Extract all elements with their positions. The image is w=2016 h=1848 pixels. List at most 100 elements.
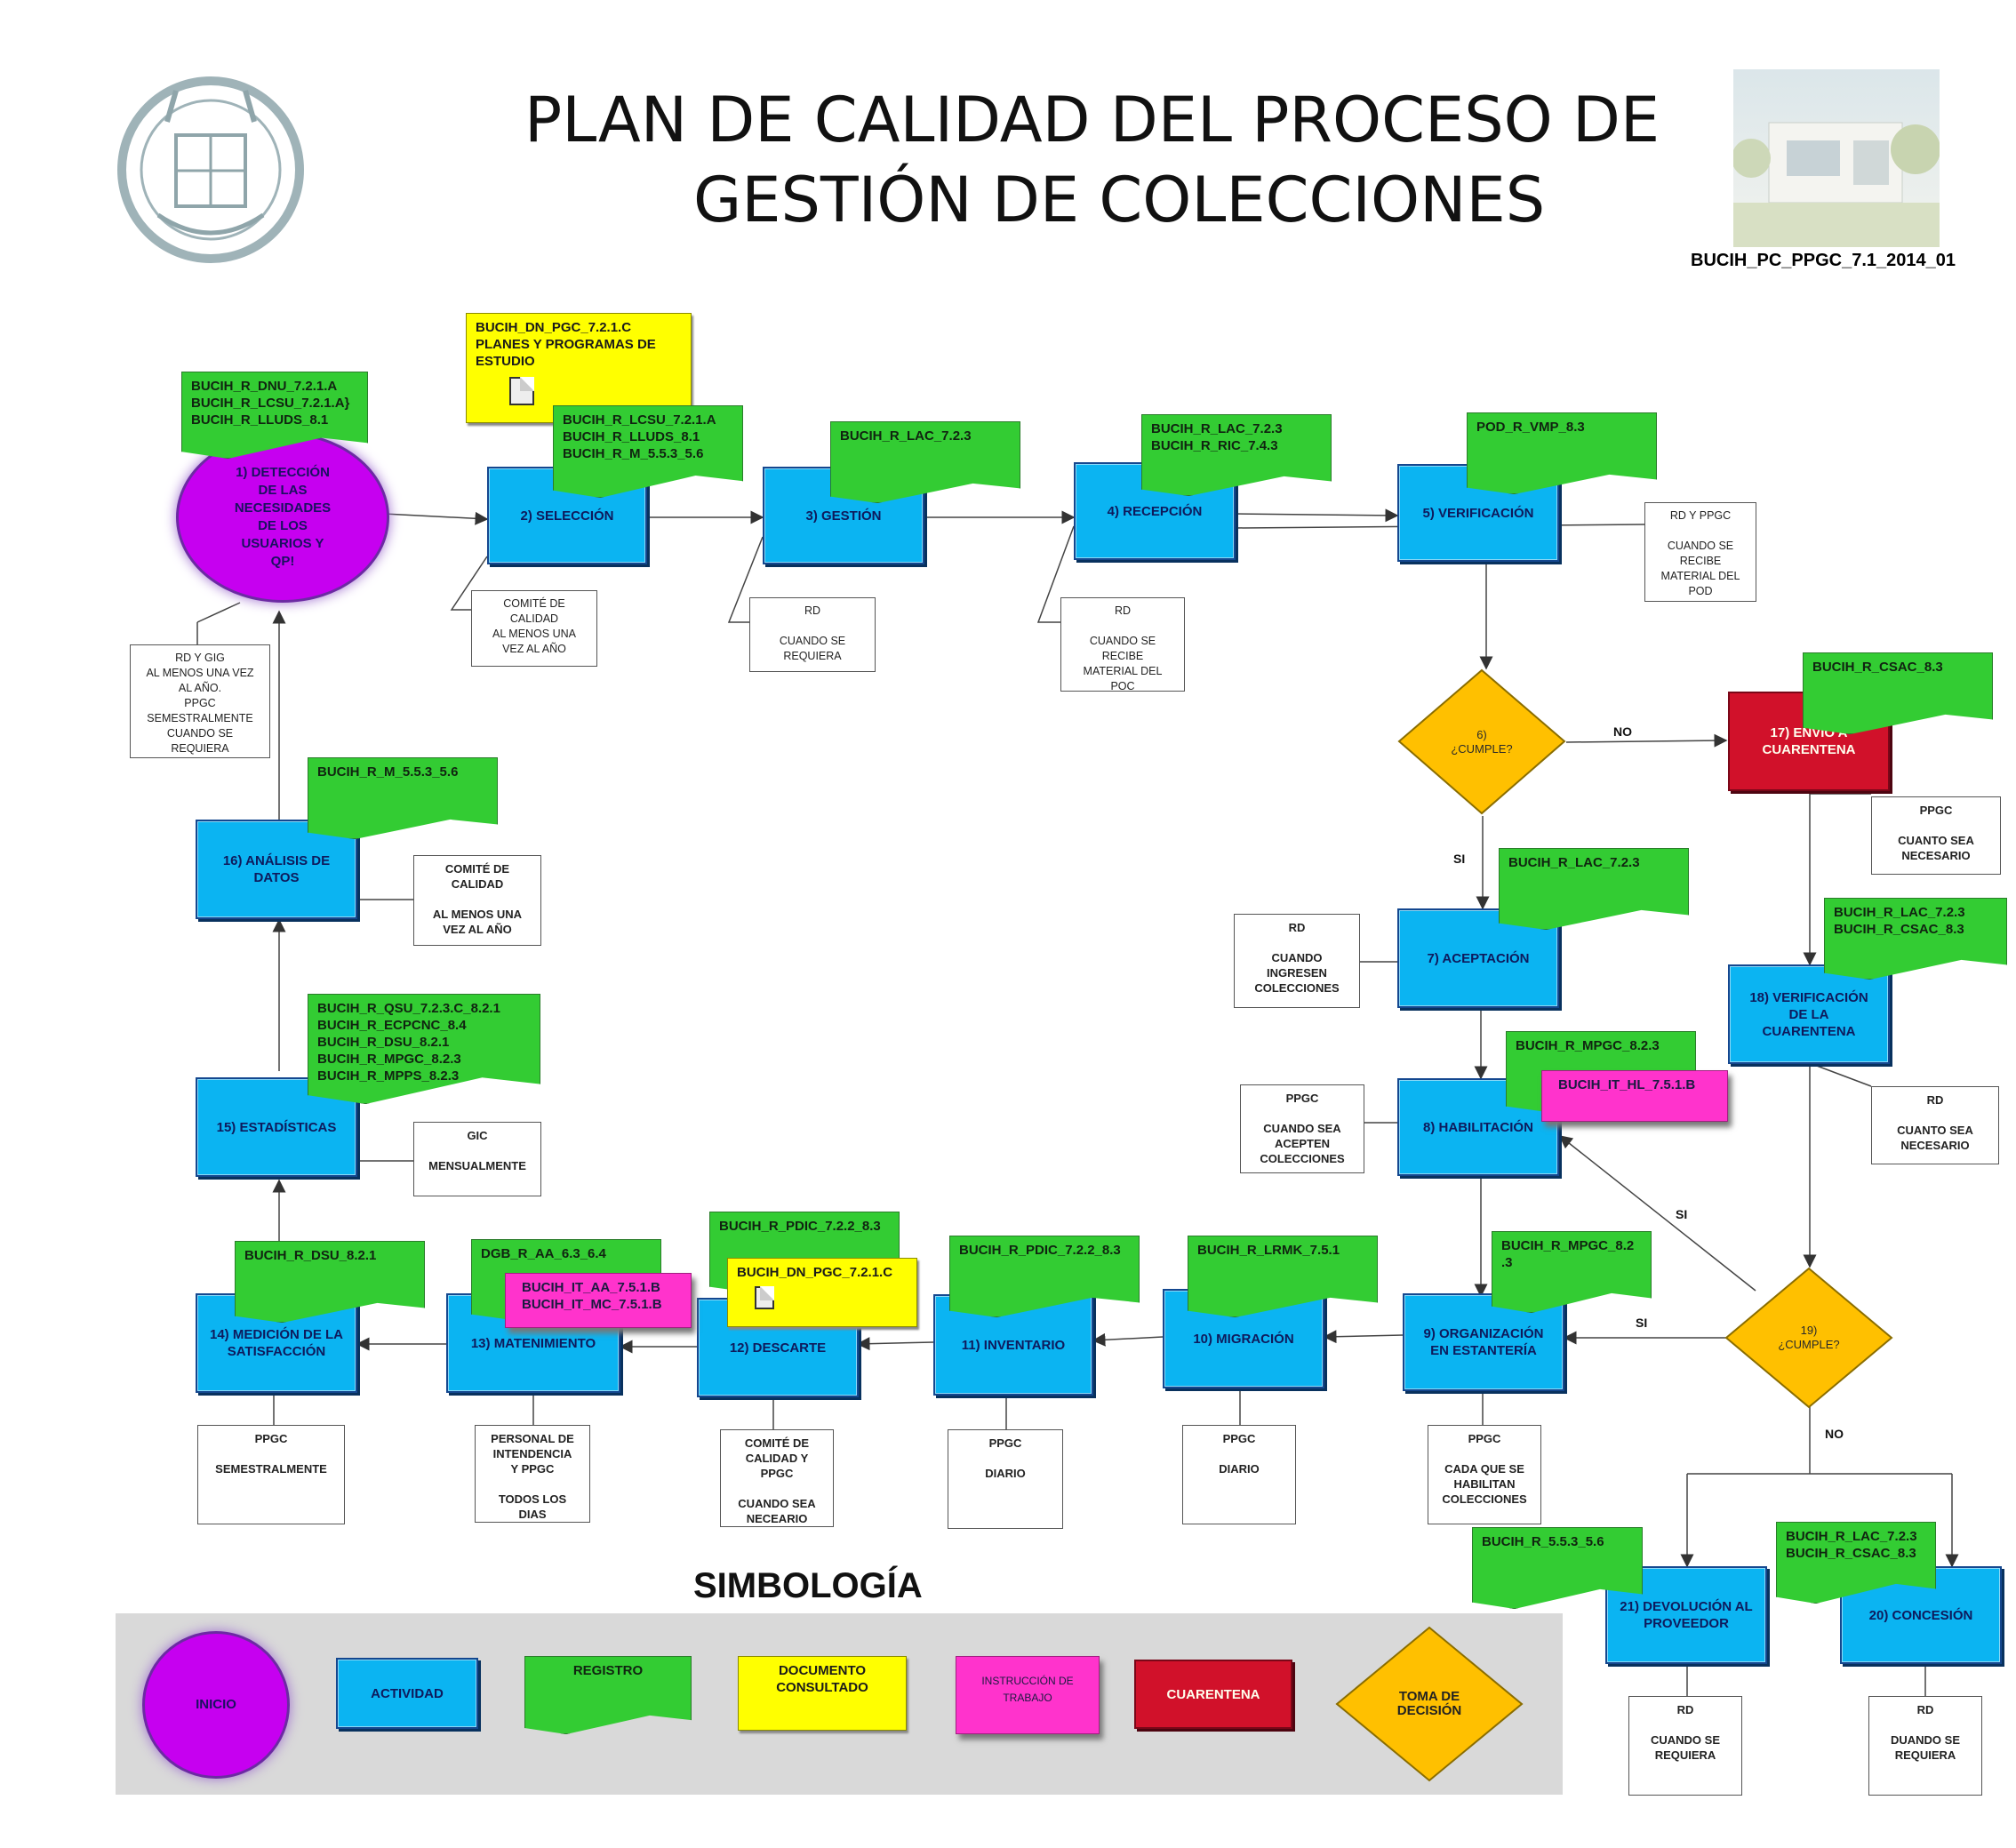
reg-line: BUCIH_R_CSAC_8.3 <box>1834 922 1964 937</box>
reg-line: BUCIH_R_5.5.3_5.6 <box>1482 1534 1604 1549</box>
node-2-label: 2) SELECCIÓN <box>520 508 614 524</box>
university-seal-logo <box>114 73 308 267</box>
documento-descarte: BUCIH_DN_PGC_7.2.1.C <box>727 1258 917 1327</box>
node-3-label: 3) GESTIÓN <box>805 508 882 524</box>
edge-label-no-19: NO <box>1825 1427 1844 1441</box>
node-18-verificacion-cuarentena: 18) VERIFICACIÓN DE LA CUARENTENA <box>1728 964 1890 1064</box>
document-icon <box>509 377 534 405</box>
reg-line: BUCIH_R_ECPCNC_8.4 <box>317 1018 467 1033</box>
reg-line: BUCIH_R_DSU_8.2.1 <box>317 1035 450 1050</box>
reg-line: BUCIH_R_PDIC_7.2.2_8.3 <box>959 1243 1121 1258</box>
inst-line: BUCIH_IT_HL_7.5.1.B <box>1558 1077 1696 1092</box>
node-12-label: 12) DESCARTE <box>729 1340 827 1356</box>
title-line-2: GESTIÓN DE COLECCIONES <box>693 164 1546 236</box>
doc-line: ESTUDIO <box>476 354 535 369</box>
legend-registro-label: REGISTRO <box>572 1663 644 1678</box>
note-n16: COMITÉ DE CALIDAD AL MENOS UNA VEZ AL AÑ… <box>413 855 541 946</box>
reg-line: BUCIH_R_LLUDS_8.1 <box>191 412 329 428</box>
edge-label-si-6: SI <box>1453 852 1466 866</box>
instruccion-n8: BUCIH_IT_HL_7.5.1.B <box>1541 1070 1728 1122</box>
legend-cuarentena: CUARENTENA <box>1134 1660 1292 1729</box>
note-n3: RD CUANDO SE REQUIERA <box>749 597 876 672</box>
legend-actividad-label: ACTIVIDAD <box>371 1685 444 1701</box>
node-16-analisis: 16) ANÁLISIS DE DATOS <box>196 820 357 919</box>
note-n12: COMITÉ DE CALIDAD Y PPGC CUANDO SEA NECE… <box>720 1429 834 1527</box>
document-code: BUCIH_PC_PPGC_7.1_2014_01 <box>1691 251 1956 270</box>
note-n2: COMITÉ DE CALIDAD AL MENOS UNA VEZ AL AÑ… <box>471 590 597 667</box>
note-n10: PPGC DIARIO <box>1182 1425 1296 1524</box>
library-building-photo <box>1732 69 1940 247</box>
node-5-label: 5) VERIFICACIÓN <box>1422 505 1534 521</box>
reg-line: BUCIH_R_LCSU_7.2.1.A} <box>191 396 350 411</box>
reg-line: BUCIH_R_M_5.5.3_5.6 <box>563 446 704 461</box>
title-line-1: PLAN DE CALIDAD DEL PROCESO DE <box>524 84 1660 156</box>
node-7-label: 7) ACEPTACIÓN <box>1427 950 1530 966</box>
note-n14: PPGC SEMESTRALMENTE <box>197 1425 345 1524</box>
page-title: PLAN DE CALIDAD DEL PROCESO DE GESTIÓN D… <box>444 80 1689 240</box>
document-icon <box>755 1286 774 1309</box>
note-n17: PPGC CUANTO SEA NECESARIO <box>1871 796 2001 875</box>
reg-line: BUCIH_R_LAC_7.2.3 <box>1151 421 1283 436</box>
reg-line: BUCIH_R_MPGC_8.2.3 <box>1516 1038 1660 1053</box>
doc-line: PLANES Y PROGRAMAS DE <box>476 337 656 352</box>
node-19-label: 19) ¿CUMPLE? <box>1778 1324 1840 1351</box>
inst-line: BUCIH_IT_AA_7.5.1.B <box>522 1280 660 1295</box>
simbologia-title: SIMBOLOGÍA <box>693 1566 923 1605</box>
reg-line: DGB_R_AA_6.3_6.4 <box>481 1246 606 1261</box>
note-n13: PERSONAL DE INTENDENCIA Y PPGC TODOS LOS… <box>475 1425 590 1523</box>
reg-line: BUCIH_R_RIC_7.4.3 <box>1151 438 1278 453</box>
reg-line: BUCIH_R_LAC_7.2.3 <box>1786 1529 1917 1544</box>
registro-n16: BUCIH_R_M_5.5.3_5.6 <box>308 757 498 839</box>
reg-line: BUCIH_R_M_5.5.3_5.6 <box>317 764 459 780</box>
node-6-decision: 6) ¿CUMPLE? <box>1397 668 1566 815</box>
node-19-decision: 19) ¿CUMPLE? <box>1724 1267 1893 1409</box>
node-16-label: 16) ANÁLISIS DE DATOS <box>222 853 331 885</box>
reg-line: BUCIH_R_LRMK_7.5.1 <box>1197 1243 1340 1258</box>
node-11-label: 11) INVENTARIO <box>961 1337 1066 1353</box>
note-n11: PPGC DIARIO <box>948 1429 1063 1529</box>
node-8-label: 8) HABILITACIÓN <box>1423 1119 1533 1135</box>
registro-n5: POD_R_VMP_8.3 <box>1467 412 1657 494</box>
reg-line: BUCIH_R_CSAC_8.3 <box>1786 1546 1916 1561</box>
note-n9: PPGC CADA QUE SE HABILITAN COLECCIONES <box>1428 1425 1541 1524</box>
reg-line: .3 <box>1501 1255 1513 1270</box>
registro-n11: BUCIH_R_PDIC_7.2.2_8.3 <box>949 1236 1140 1317</box>
reg-line: BUCIH_R_LLUDS_8.1 <box>563 429 700 444</box>
reg-line: BUCIH_R_LAC_7.2.3 <box>840 428 972 444</box>
reg-line: BUCIH_R_LAC_7.2.3 <box>1508 855 1640 870</box>
node-21-label: 21) DEVOLUCIÓN AL PROVEEDOR <box>1620 1599 1753 1631</box>
doc-line: BUCIH_DN_PGC_7.2.1.C <box>476 320 632 335</box>
note-n5: RD Y PPGC CUANDO SE RECIBE MATERIAL DEL … <box>1644 502 1756 602</box>
note-n7: RD CUANDO INGRESEN COLECCIONES <box>1234 914 1360 1008</box>
note-n18: RD CUANTO SEA NECESARIO <box>1871 1086 1999 1164</box>
note-n4: RD CUANDO SE RECIBE MATERIAL DEL POC <box>1060 597 1185 692</box>
node-6-label: 6) ¿CUMPLE? <box>1451 727 1513 756</box>
node-21-devolucion: 21) DEVOLUCIÓN AL PROVEEDOR <box>1605 1566 1767 1664</box>
legend-inicio-label: INICIO <box>196 1697 236 1712</box>
node-1-deteccion: 1) DETECCIÓN DE LAS NECESIDADES DE LOS U… <box>176 432 389 603</box>
legend-inicio: INICIO <box>142 1631 290 1779</box>
node-18-label: 18) VERIFICACIÓN DE LA CUARENTENA <box>1749 989 1868 1039</box>
note-n15: GIC MENSUALMENTE <box>413 1122 541 1196</box>
legend-documento: DOCUMENTO CONSULTADO <box>738 1656 907 1731</box>
node-13-label: 13) MATENIMIENTO <box>470 1335 596 1351</box>
reg-line: BUCIH_R_MPPS_8.2.3 <box>317 1068 460 1084</box>
node-10-label: 10) MIGRACIÓN <box>1193 1331 1294 1347</box>
reg-line: BUCIH_R_QSU_7.2.3.C_8.2.1 <box>317 1001 500 1016</box>
reg-line: BUCIH_R_PDIC_7.2.2_8.3 <box>719 1219 881 1234</box>
reg-line: BUCIH_R_MPGC_8.2.3 <box>317 1052 461 1067</box>
reg-line: BUCIH_R_MPGC_8.2 <box>1501 1238 1635 1253</box>
node-4-label: 4) RECEPCIÓN <box>1107 503 1203 519</box>
legend-actividad: ACTIVIDAD <box>336 1658 478 1729</box>
legend-cuarentena-label: CUARENTENA <box>1166 1686 1260 1702</box>
documento-planes-estudio: BUCIH_DN_PGC_7.2.1.C PLANES Y PROGRAMAS … <box>466 313 692 423</box>
reg-line: POD_R_VMP_8.3 <box>1476 420 1585 435</box>
node-20-label: 20) CONCESIÓN <box>1868 1607 1973 1623</box>
legend-decision-label: TOMA DE DECISIÓN <box>1396 1689 1462 1718</box>
doc-line: BUCIH_DN_PGC_7.2.1.C <box>737 1265 893 1280</box>
edge-label-no-6: NO <box>1613 724 1632 739</box>
reg-line: BUCIH_R_CSAC_8.3 <box>1812 660 1943 675</box>
edge-label-si-19-habilitacion: SI <box>1676 1207 1688 1221</box>
reg-line: BUCIH_R_DNU_7.2.1.A <box>191 379 338 394</box>
reg-line: BUCIH_R_DSU_8.2.1 <box>244 1248 377 1263</box>
